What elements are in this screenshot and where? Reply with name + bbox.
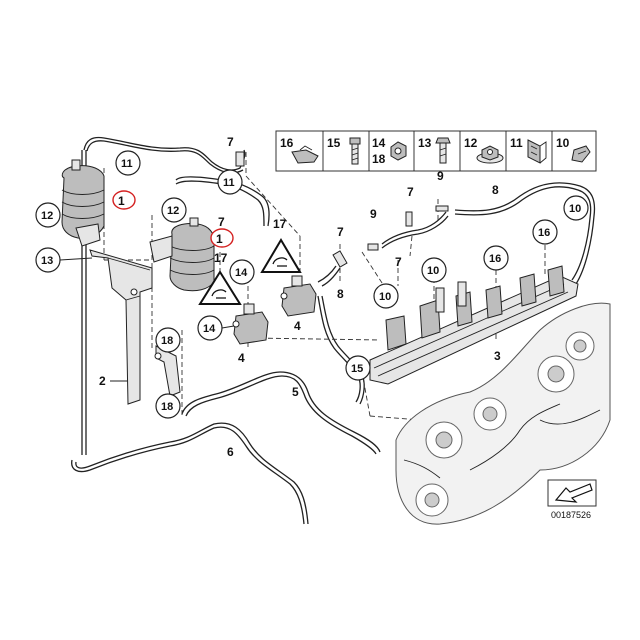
diagram-reference: 00187526 (547, 479, 597, 520)
label-17-right: 17 (273, 217, 287, 231)
legend-label-12: 12 (464, 136, 478, 150)
warning-label-right (260, 238, 302, 273)
diagram-arrow-icon (554, 483, 593, 503)
solenoid-valve-right (280, 275, 317, 317)
bracket-part-2 (89, 249, 181, 405)
callout-10-right: 10 (569, 203, 581, 215)
label-2: 2 (99, 374, 106, 388)
label-7-top: 7 (227, 135, 234, 149)
callout-14-upper: 14 (235, 267, 248, 279)
label-4-left: 4 (238, 351, 245, 365)
small-fittings (235, 151, 449, 268)
callouts: 11 11 1 1 12 12 13 14 14 18 18 10 10 (35, 150, 589, 419)
collar-nut-icon (476, 145, 504, 164)
parts-legend: 16 15 14 18 13 12 (275, 130, 597, 172)
hex-bolt-icon (435, 137, 451, 164)
reference-number: 00187526 (551, 510, 591, 520)
callout-10-left: 10 (379, 291, 391, 303)
callout-11-top: 11 (121, 158, 133, 170)
callout-15: 15 (351, 363, 363, 375)
legend-label-10: 10 (556, 136, 570, 150)
callout-13: 13 (41, 255, 53, 267)
label-7-right: 7 (407, 185, 414, 199)
callout-18-lower: 18 (161, 401, 173, 413)
label-7-mid: 7 (218, 215, 225, 229)
legend-label-18: 18 (372, 152, 386, 166)
callout-16-right: 16 (538, 227, 550, 239)
bolt-icon (349, 137, 361, 165)
vacuum-reservoir-middle (149, 217, 215, 292)
legend-label-13: 13 (418, 136, 432, 150)
plain-labels: 7 7 7 7 7 17 17 4 4 9 9 8 8 3 2 5 6 (99, 135, 501, 459)
callout-12-left: 12 (41, 210, 53, 222)
callout-12-mid: 12 (167, 205, 179, 217)
callout-14-lower: 14 (203, 323, 216, 335)
clip-nut-icon (291, 145, 319, 164)
legend-label-14: 14 (372, 136, 386, 150)
label-9-mid: 9 (370, 207, 377, 221)
label-3: 3 (494, 349, 501, 363)
legend-label-15: 15 (327, 136, 341, 150)
label-8-bottom: 8 (337, 287, 344, 301)
engine-turbo-manifold (395, 302, 611, 525)
vacuum-rail-assembly (369, 265, 579, 385)
legend-label-11: 11 (510, 136, 523, 150)
callout-1-left: 1 (118, 194, 125, 208)
vacuum-hoses (71, 136, 596, 525)
label-7-lower: 7 (395, 255, 402, 269)
spring-clip-icon (571, 145, 591, 163)
solenoid-valve-left (232, 303, 269, 345)
callout-11-mid: 11 (223, 177, 235, 189)
warning-label-left (198, 270, 242, 305)
label-17-left: 17 (214, 251, 228, 265)
vacuum-reservoir-left (61, 159, 105, 247)
label-4-right: 4 (294, 319, 301, 333)
callout-18-upper: 18 (161, 335, 173, 347)
label-5: 5 (292, 385, 299, 399)
hex-nut-icon (390, 141, 407, 161)
hose-clip-icon (527, 139, 547, 164)
label-7-left: 7 (337, 225, 344, 239)
label-9-top: 9 (437, 169, 444, 183)
label-8-top: 8 (492, 183, 499, 197)
label-6: 6 (227, 445, 234, 459)
callout-16-left: 16 (489, 253, 501, 265)
callout-1-middle: 1 (216, 232, 223, 246)
callout-10-mid: 10 (427, 265, 439, 277)
legend-label-16: 16 (280, 136, 294, 150)
